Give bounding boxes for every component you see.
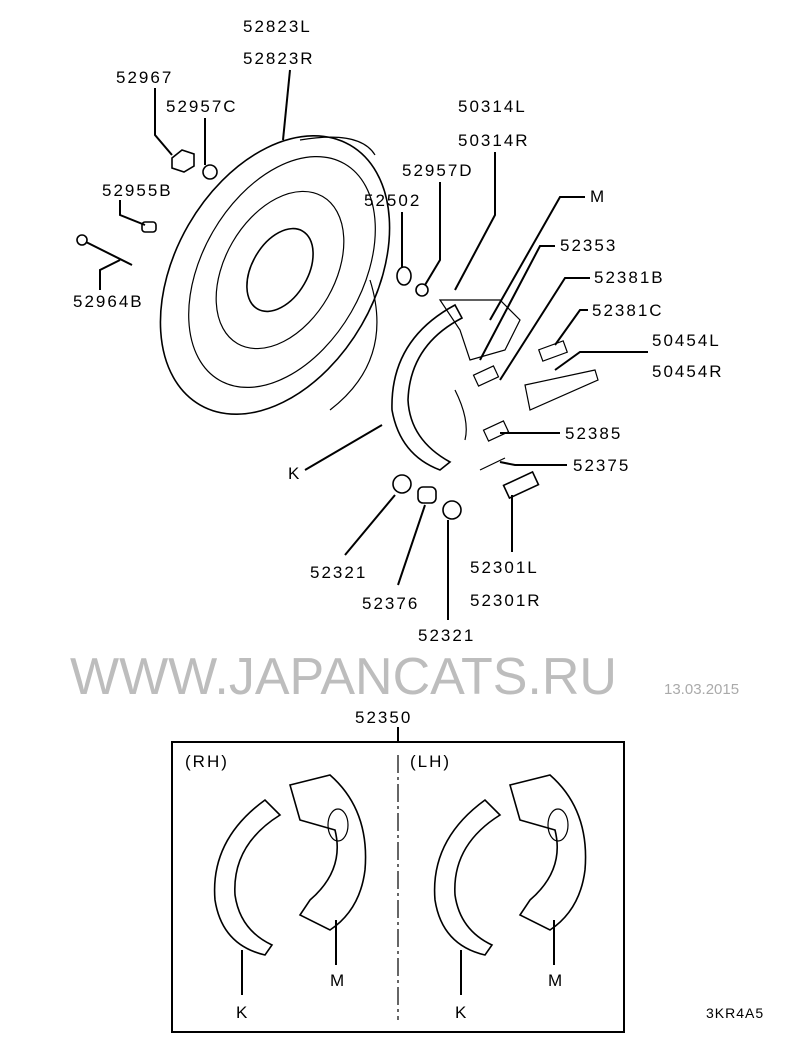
label-52964B: 52964B (73, 292, 144, 311)
label-RH: (RH) (185, 752, 229, 771)
label-52353: 52353 (560, 236, 617, 255)
label-52301R: 52301R (470, 591, 542, 610)
shoe-assembly-drawing (391, 299, 599, 520)
label-M-lh: M (548, 971, 564, 990)
label-52823R: 52823R (243, 49, 315, 68)
label-52301L: 52301L (470, 558, 539, 577)
label-52381C: 52381C (592, 301, 664, 320)
small-parts-drawing (76, 149, 429, 297)
label-52823L: 52823L (243, 17, 312, 36)
label-M-top: M (590, 187, 606, 206)
label-52957D: 52957D (402, 161, 474, 180)
leader-lines (99, 69, 648, 742)
label-LH: (LH) (410, 752, 451, 771)
shoe-kit-box (171, 741, 625, 1033)
label-52375: 52375 (573, 456, 630, 475)
label-52376: 52376 (362, 594, 419, 613)
label-52321-right: 52321 (418, 626, 475, 645)
label-52321-left: 52321 (310, 563, 367, 582)
label-K-top: K (288, 464, 301, 483)
label-52955B: 52955B (102, 181, 173, 200)
label-K-lh: K (455, 1003, 468, 1022)
label-52957C: 52957C (166, 97, 238, 116)
watermark-date: 13.03.2015 (664, 681, 739, 698)
rh-shoes-drawing (213, 774, 367, 956)
label-M-rh: M (330, 971, 346, 990)
lh-shoes-drawing (433, 774, 587, 956)
label-52381B: 52381B (594, 268, 665, 287)
label-50454L: 50454L (652, 331, 721, 350)
label-52385: 52385 (565, 424, 622, 443)
label-52967: 52967 (116, 68, 173, 87)
label-50314L: 50314L (458, 97, 527, 116)
label-52502: 52502 (364, 191, 421, 210)
label-50454R: 50454R (652, 362, 724, 381)
watermark: WWW.JAPANCATS.RU (70, 648, 617, 706)
label-K-rh: K (236, 1003, 249, 1022)
label-50314R: 50314R (458, 131, 530, 150)
label-52350: 52350 (355, 708, 412, 727)
backing-plate-drawing (159, 135, 391, 415)
diagram-code: 3KR4A5 (706, 1005, 764, 1021)
